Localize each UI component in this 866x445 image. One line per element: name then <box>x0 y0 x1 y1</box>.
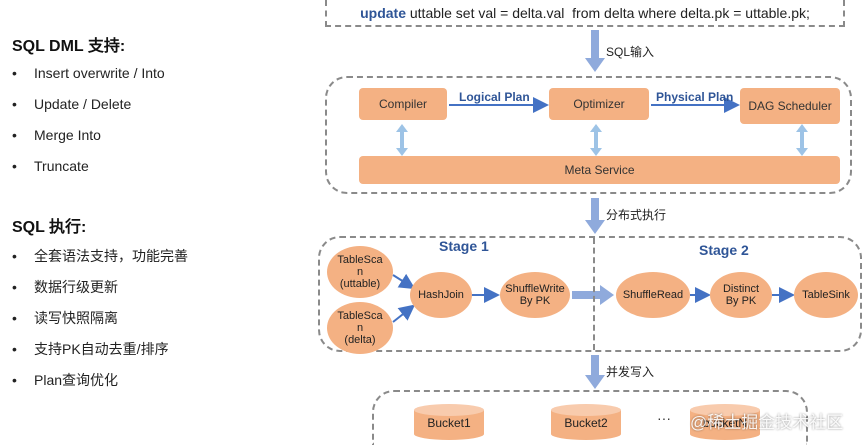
dag-scheduler-node: DAG Scheduler <box>740 88 840 124</box>
arrow-scan1-hashjoin <box>392 273 416 290</box>
sql-keyword: update <box>360 4 406 21</box>
bucket2-storage: Bucket2 <box>551 404 621 440</box>
bidir-arrow-dag-meta <box>796 124 808 156</box>
label-concurrent-write: 并发写入 <box>606 365 655 379</box>
exec-item-2: •数据行级更新 <box>12 279 118 295</box>
arrow-shufflewrite-shuffleread <box>572 285 614 305</box>
tablescan-uttable-node: TableSca n (uttable) <box>327 246 393 298</box>
optimizer-node: Optimizer <box>549 88 649 120</box>
sql-statement-box: update uttable set val = delta.val from … <box>325 0 845 27</box>
meta-service-node: Meta Service <box>359 156 840 184</box>
bidir-arrow-optimizer-meta <box>590 124 602 156</box>
bucket-ellipsis: ··· <box>657 410 671 426</box>
tablesink-node: TableSink <box>794 272 858 318</box>
distinct-node: Distinct By PK <box>710 272 772 318</box>
exec-title: SQL 执行: <box>12 219 87 236</box>
tablescan-delta-node: TableSca n (delta) <box>327 302 393 354</box>
compiler-node: Compiler <box>359 88 447 120</box>
label-sql-input: SQL输入 <box>606 45 655 59</box>
stage1-label: Stage 1 <box>439 238 489 254</box>
hashjoin-node: HashJoin <box>410 272 472 318</box>
dml-item-2: •Update / Delete <box>12 96 132 112</box>
stage2-label: Stage 2 <box>699 242 749 258</box>
exec-item-1: •全套语法支持，功能完善 <box>12 248 188 264</box>
dml-item-4: •Truncate <box>12 158 89 174</box>
down-arrow-sql-input <box>585 30 605 72</box>
stage-divider <box>593 238 595 350</box>
watermark: @稀土掘金技术社区 <box>690 413 844 432</box>
execution-container <box>318 236 862 352</box>
shufflewrite-node: ShuffleWrite By PK <box>500 272 570 318</box>
down-arrow-distributed <box>585 198 605 234</box>
dml-title: SQL DML 支持: <box>12 38 126 55</box>
shuffleread-node: ShuffleRead <box>616 272 690 318</box>
exec-item-4: •支持PK自动去重/排序 <box>12 341 169 357</box>
feature-panel: SQL DML 支持: •Insert overwrite / Into •Up… <box>12 0 312 445</box>
exec-item-3: •读写快照隔离 <box>12 310 118 326</box>
sql-text: uttable set val = delta.val from delta w… <box>405 4 810 21</box>
dml-item-3: •Merge Into <box>12 127 101 143</box>
planner-container <box>325 76 852 194</box>
buckets-container <box>372 390 808 445</box>
bucket1-storage: Bucket1 <box>414 404 484 440</box>
down-arrow-concurrent-write <box>585 355 605 389</box>
physical-plan-label: Physical Plan <box>656 90 734 104</box>
exec-item-5: •Plan查询优化 <box>12 372 119 388</box>
logical-plan-label: Logical Plan <box>459 90 530 104</box>
bidir-arrow-compiler-meta <box>396 124 408 156</box>
dml-item-1: •Insert overwrite / Into <box>12 65 165 81</box>
arrow-scan2-hashjoin <box>392 304 416 323</box>
label-distributed: 分布式执行 <box>606 208 667 222</box>
bucketn-storage: bucketN <box>690 404 760 440</box>
